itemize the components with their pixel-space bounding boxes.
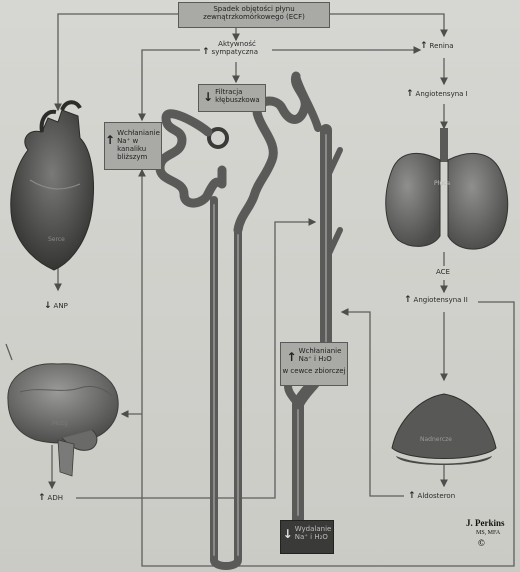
aldosterone-text: Aldosteron	[417, 492, 456, 500]
ace-label: ACE	[436, 268, 450, 276]
flow-lines	[5, 13, 515, 567]
proximal-reabsorption-box: ↑ Wchłanianie Na⁺ w kanaliku bliższym	[104, 122, 162, 170]
up-arrow-icon: ↑	[105, 133, 116, 147]
renin-text: Renina	[429, 42, 454, 50]
collecting-line3: w cewce zbiorczej	[282, 367, 346, 375]
angiotensin-1-label: ↑Angiotensyna I	[406, 89, 468, 99]
excretion-box: ↓ Wydalanie Na⁺ i H₂O	[280, 520, 334, 554]
proximal-line2: Na⁺ w kanaliku	[117, 137, 147, 153]
adh-text: ADH	[47, 494, 63, 502]
adrenal-label: Nadnercze	[420, 436, 452, 443]
signature-mark: ©	[478, 538, 485, 548]
angiotensin-2-label: ↑Angiotensyna II	[404, 295, 468, 305]
sympathetic-line1: Aktywność	[218, 40, 256, 48]
filtration-line1: Filtracja	[215, 88, 243, 96]
proximal-line1: Wchłanianie	[117, 129, 160, 137]
up-arrow-icon: ↑	[406, 89, 414, 99]
collecting-line1: Wchłanianie	[298, 347, 342, 355]
ecf-line1: Spadek objętości płynu	[213, 5, 295, 13]
glomerular-filtration-box: ↓ Filtracja kłębuszkowa	[198, 84, 266, 112]
heart-label: Serce	[48, 236, 65, 243]
aldosterone-label: ↑Aldosteron	[408, 491, 456, 501]
lungs-illustration	[385, 128, 509, 250]
angiotensin-1-text: Angiotensyna I	[415, 90, 468, 98]
brain-label: Mózg	[52, 420, 68, 427]
proximal-line3: bliższym	[117, 153, 148, 161]
renin-label: ↑Renina	[420, 41, 454, 51]
up-arrow-icon: ↑	[286, 350, 297, 364]
sympathetic-activity-label: Aktywność ↑sympatyczna	[202, 40, 259, 57]
up-arrow-icon: ↑	[404, 295, 412, 305]
nephron-illustration	[155, 71, 343, 570]
anp-text: ANP	[53, 302, 68, 310]
up-arrow-icon: ↑	[202, 47, 210, 57]
ecf-volume-drop-box: Spadek objętości płynu zewnątrzkomórkowe…	[178, 2, 330, 28]
up-arrow-icon: ↑	[420, 41, 428, 51]
angiotensin-2-text: Angiotensyna II	[413, 296, 468, 304]
collecting-duct-reabsorption-box: ↑ Wchłanianie Na⁺ i H₂O w cewce zbiorcze…	[280, 342, 348, 386]
collecting-line2: Na⁺ i H₂O	[298, 355, 332, 363]
brain-illustration	[7, 363, 119, 477]
signature-name: J. Perkins	[466, 518, 505, 528]
excretion-line1: Wydalanie	[294, 525, 332, 533]
lungs-label: Płuca	[434, 180, 451, 187]
down-arrow-icon: ↓	[282, 527, 293, 541]
ecf-line2: zewnątrzkomórkowego (ECF)	[203, 13, 305, 21]
excretion-line2: Na⁺ i H₂O	[294, 533, 328, 541]
adrenal-illustration	[391, 393, 497, 465]
up-arrow-icon: ↑	[38, 493, 46, 503]
heart-illustration	[10, 100, 94, 271]
filtration-line2: kłębuszkowa	[215, 96, 260, 104]
sympathetic-line2: sympatyczna	[211, 48, 259, 56]
up-arrow-icon: ↑	[408, 491, 416, 501]
down-arrow-icon: ↓	[44, 301, 52, 311]
signature-credentials: MS, MFA	[476, 530, 501, 536]
anp-label: ↓ANP	[44, 301, 68, 311]
down-arrow-icon: ↓	[203, 90, 214, 104]
adh-label: ↑ADH	[38, 493, 63, 503]
